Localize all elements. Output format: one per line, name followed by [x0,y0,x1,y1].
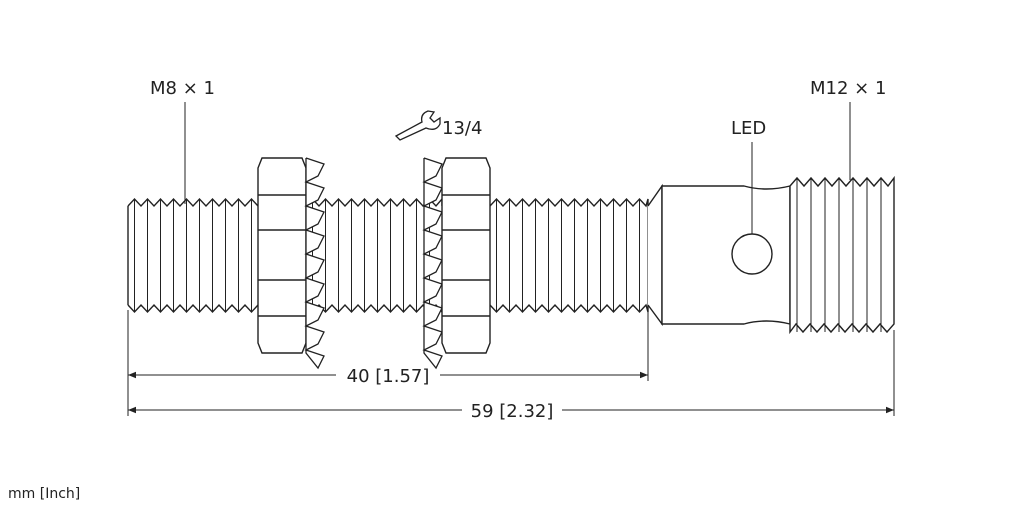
sensor-body [127,197,649,314]
leader-lines [184,102,851,234]
lock-washer-right [422,157,443,370]
units-note: mm [Inch] [8,486,81,502]
thread-right-label: M12 × 1 [810,78,886,99]
led-indicator-icon [731,233,773,275]
lock-washer-left [304,157,325,370]
nut-right [441,157,491,354]
nut-left [257,157,307,354]
dimension-long-label: 59 [2.32] [471,401,554,422]
extension-lines [127,310,895,416]
thread-flanks [134,199,649,312]
thread-bottom-edge [127,303,649,314]
connector-thread [789,175,895,335]
thread-top-edge [127,197,649,208]
thread-left-label: M8 × 1 [150,78,215,99]
led-label: LED [731,118,766,139]
housing [647,183,791,327]
dimension-short-label: 40 [1.57] [347,366,430,387]
wrench-size-label: 13/4 [442,118,482,139]
wrench-icon [394,110,441,141]
